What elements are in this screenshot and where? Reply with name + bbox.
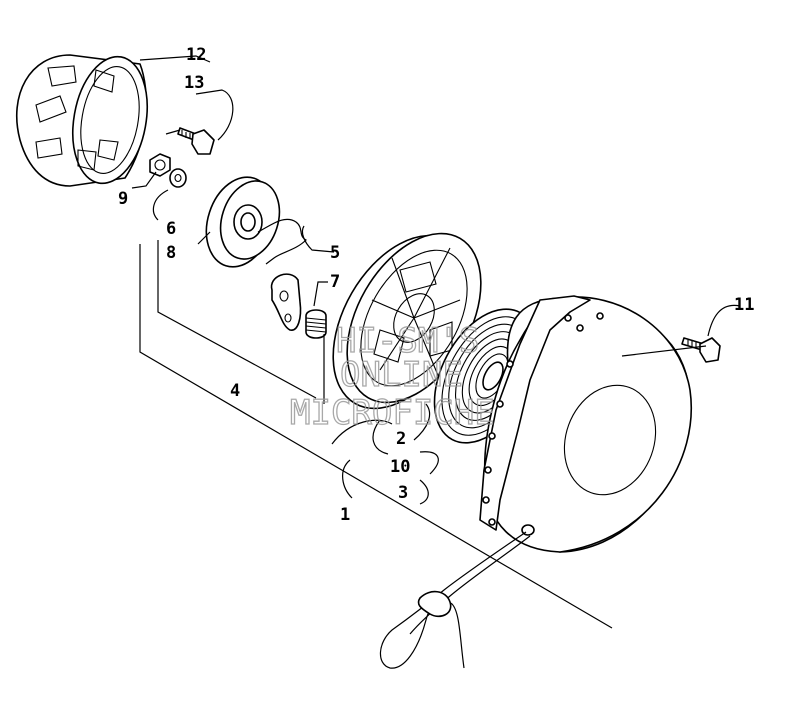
callout-10: 10 <box>390 457 410 477</box>
pawl <box>270 273 302 331</box>
callout-7: 7 <box>330 272 340 292</box>
callout-13: 13 <box>184 73 204 93</box>
callout-6: 6 <box>166 219 176 239</box>
callout-2: 2 <box>396 429 406 449</box>
part-8-pulley <box>205 176 281 268</box>
part-7-spring <box>305 309 327 339</box>
watermark: HI-SM'S ONLINE MICROFICHE <box>289 320 495 433</box>
callout-5: 5 <box>330 243 340 263</box>
part-3-housing <box>479 295 692 553</box>
leader-lines <box>131 55 741 629</box>
callout-11: 11 <box>734 295 754 315</box>
watermark-line-1: HI-SM'S <box>336 321 479 361</box>
part-6-washer <box>169 168 187 188</box>
callout-8: 8 <box>166 243 176 263</box>
callout-4: 4 <box>230 381 240 401</box>
part-13-bolt <box>177 127 215 155</box>
callout-12: 12 <box>186 45 206 65</box>
part-5-spring-clip <box>257 218 308 265</box>
starter-rope <box>379 531 531 669</box>
watermark-line-3: MICROFICHE <box>290 393 495 433</box>
watermark-line-2: ONLINE <box>340 355 463 395</box>
part-11-bolt <box>681 337 721 363</box>
part-9-nut <box>149 153 171 177</box>
callout-9: 9 <box>118 189 128 209</box>
callout-1: 1 <box>340 505 350 525</box>
callout-3: 3 <box>398 483 408 503</box>
part-12-cup <box>15 54 148 187</box>
